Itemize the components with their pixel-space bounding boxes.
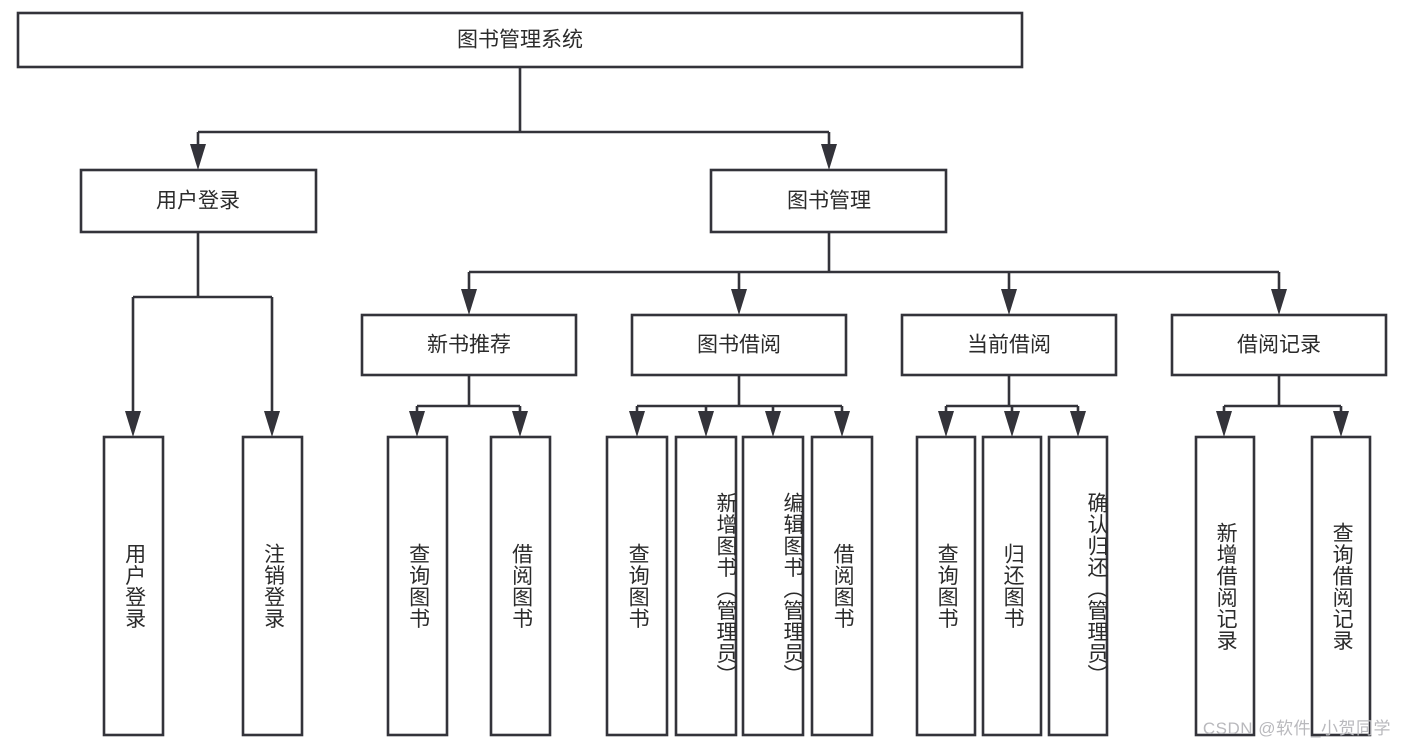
leaf-box-book-borrow-3[interactable] [741, 435, 805, 737]
leaf-box-borrow-records-1[interactable] [1194, 435, 1256, 737]
arrow-root-to-user-login [190, 144, 206, 170]
connector-group-book-mgmt [461, 232, 1287, 315]
arrow-root-to-book-mgmt [821, 144, 837, 170]
node-book-management[interactable] [709, 168, 948, 234]
arrow-current-borrow-leaf-2 [1004, 411, 1020, 437]
leaf-box-book-borrow-1[interactable] [605, 435, 669, 737]
node-user-login-label: 用户登录 [156, 190, 240, 213]
arrow-new-book-leaf-2 [512, 411, 528, 437]
leaf-box-borrow-records-2[interactable] [1310, 435, 1372, 737]
leaf-box-new-book-2[interactable] [489, 435, 552, 737]
arrow-borrow-records-leaf-2 [1333, 411, 1349, 437]
connector-group-user-login [125, 232, 280, 437]
connector-group-current-borrow [938, 375, 1086, 437]
node-book-management-label: 图书管理 [787, 190, 871, 213]
leaf-box-user-login-2[interactable] [241, 435, 304, 737]
node-user-login[interactable] [79, 168, 318, 234]
node-current-borrow[interactable] [900, 313, 1118, 377]
arrow-book-borrow-leaf-4 [834, 411, 850, 437]
connector-group-borrow-records [1216, 375, 1349, 437]
arrow-user-login-leaf-1 [125, 411, 141, 437]
node-borrow-records[interactable] [1170, 313, 1388, 377]
arrow-user-login-leaf-2 [264, 411, 280, 437]
arrow-borrow-records-leaf-1 [1216, 411, 1232, 437]
arrow-book-borrow-leaf-3 [765, 411, 781, 437]
leaf-box-current-borrow-3[interactable] [1047, 435, 1109, 737]
arrow-book-mgmt-to-new-book [461, 289, 477, 315]
arrow-book-borrow-leaf-2 [698, 411, 714, 437]
csdn-watermark: CSDN @软件_小贺同学 [1202, 719, 1391, 738]
leaf-box-book-borrow-2[interactable] [674, 435, 738, 737]
connector-group-root [190, 67, 837, 170]
connector-group-book-borrow [629, 375, 850, 437]
node-borrow-records-label: 借阅记录 [1237, 334, 1321, 357]
node-root-system-label: 图书管理系统 [457, 29, 583, 52]
arrow-current-borrow-leaf-1 [938, 411, 954, 437]
arrow-book-mgmt-to-borrow [731, 289, 747, 315]
leaf-box-book-borrow-4[interactable] [810, 435, 874, 737]
arrow-book-mgmt-to-current [1001, 289, 1017, 315]
leaf-box-new-book-1[interactable] [386, 435, 449, 737]
node-current-borrow-label: 当前借阅 [967, 334, 1051, 357]
node-book-borrow-label: 图书借阅 [697, 334, 781, 357]
node-new-book-recommend[interactable] [360, 313, 578, 377]
arrow-book-mgmt-to-records [1271, 289, 1287, 315]
leaf-box-user-login-1[interactable] [102, 435, 165, 737]
node-new-book-recommend-label: 新书推荐 [427, 334, 511, 357]
node-book-borrow[interactable] [630, 313, 848, 377]
connector-group-new-book [409, 375, 528, 437]
arrow-book-borrow-leaf-1 [629, 411, 645, 437]
leaf-box-current-borrow-1[interactable] [915, 435, 977, 737]
leaf-box-current-borrow-2[interactable] [981, 435, 1043, 737]
arrow-new-book-leaf-1 [409, 411, 425, 437]
arrow-current-borrow-leaf-3 [1070, 411, 1086, 437]
node-root-system[interactable] [16, 11, 1024, 69]
